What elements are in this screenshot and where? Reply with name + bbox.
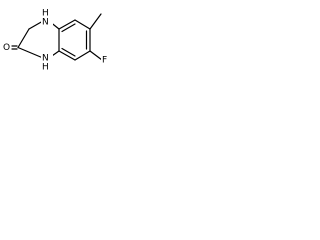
label-bg-n1 <box>41 53 53 73</box>
atom-labels: H N N H O F <box>3 9 109 73</box>
bond-n1-c2 <box>17 46 44 59</box>
atom-n4: N <box>42 18 49 28</box>
atom-f: F <box>102 56 107 66</box>
atom-h-n4: H <box>42 9 49 19</box>
label-bg-n4 <box>41 10 53 28</box>
bond-c3-n4 <box>28 20 44 30</box>
atom-n1: N <box>42 54 49 64</box>
bond-aromatic-3 <box>61 47 76 57</box>
bond-c5-c6 <box>74 19 91 30</box>
molecule-structure: H N N H O F <box>3 9 109 73</box>
label-bg-o <box>3 42 11 52</box>
bond-c4a-c5 <box>58 19 76 30</box>
bond-group <box>11 13 103 61</box>
label-bg-f <box>101 55 109 65</box>
bond-c7-c8 <box>74 50 91 61</box>
bond-c7-f <box>89 50 103 61</box>
bond-c6-methyl <box>89 13 102 30</box>
bond-c8-c8a <box>58 50 76 61</box>
atom-h-n1: H <box>42 63 49 73</box>
atom-o: O <box>3 43 10 53</box>
bond-aromatic-1 <box>61 23 76 33</box>
bond-c2-c3 <box>17 28 30 49</box>
